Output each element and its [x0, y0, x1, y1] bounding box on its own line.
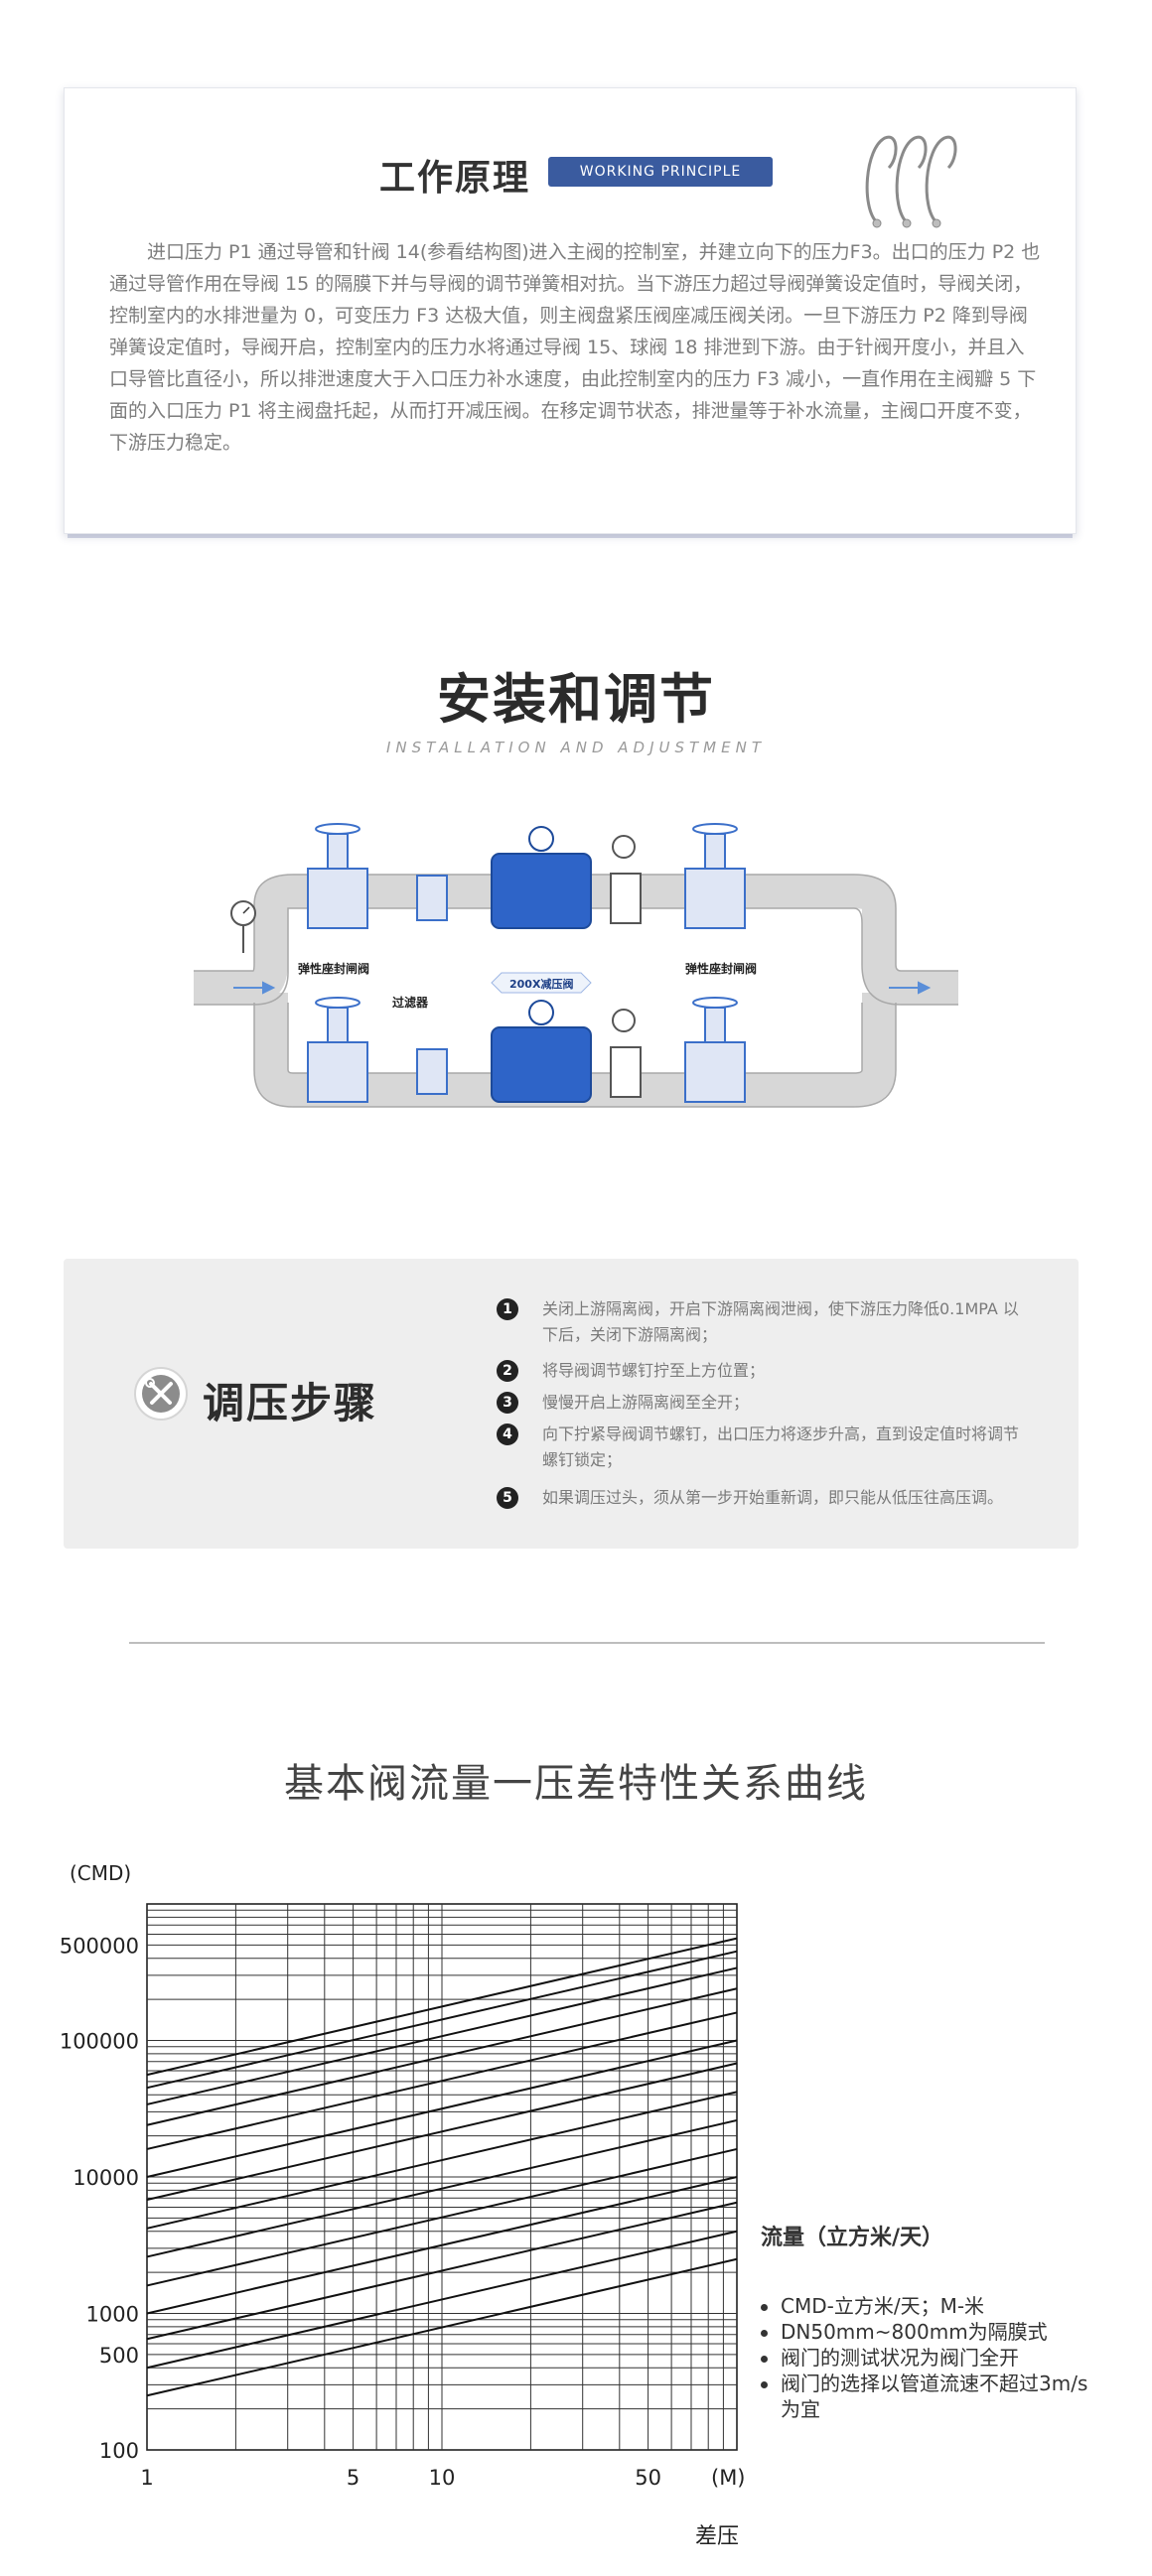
y-tick-label: 1000	[86, 2303, 139, 2327]
working-principle-text: 进口压力 P1 通过导管和针阀 14(参看结构图)进入主阀的控制室，并建立向下的…	[109, 241, 1041, 454]
step-number: 5	[497, 1487, 518, 1509]
chart-note: DN50mm~800mm为隔膜式	[757, 2319, 1094, 2345]
step-text: 如果调压过头，须从第一步开始重新调，即只能从低压往高压调。	[542, 1488, 1004, 1507]
flow-curve	[146, 2011, 738, 2150]
flow-curve	[146, 2176, 738, 2315]
chart-notes-list: CMD-立方米/天；M-米 DN50mm~800mm为隔膜式 阀门的测试状况为阀…	[757, 2293, 1094, 2422]
step-text: 将导阀调节螺钉拧至上方位置；	[542, 1361, 766, 1380]
flow-curve	[146, 2118, 738, 2258]
chart-note: 阀门的测试状况为阀门全开	[757, 2345, 1094, 2371]
label-gate-valve-left: 弹性座封闸阀	[298, 961, 369, 976]
label-gate-valve-right: 弹性座封闸阀	[685, 961, 757, 976]
y-tick-label: 100	[99, 2439, 139, 2463]
flow-curve	[146, 2257, 738, 2397]
step-number: 1	[497, 1298, 518, 1320]
y-tick-label: 500	[99, 2344, 139, 2368]
y-tick-label: 100000	[60, 2030, 139, 2054]
y-tick-label: 10000	[72, 2166, 139, 2190]
flow-curve	[146, 2039, 738, 2178]
chart-note: 阀门的选择以管道流速不超过3m/s为宜	[757, 2371, 1094, 2422]
step-number: 3	[497, 1392, 518, 1414]
x-tick-label: 5	[347, 2466, 360, 2490]
adjustment-title: 调压步骤	[203, 1379, 378, 1427]
step-number: 4	[497, 1424, 518, 1445]
step-number: 2	[497, 1360, 518, 1382]
x-tick-label: 10	[429, 2466, 456, 2490]
installation-subtitle: INSTALLATION AND ADJUSTMENT	[386, 739, 766, 756]
label-filter: 过滤器	[392, 995, 429, 1010]
flow-curve	[146, 2230, 738, 2370]
x-axis-label: 差压	[695, 2524, 739, 2549]
step-text: 关闭上游隔离阀，开启下游隔离阀泄阀，使下游压力降低0.1MPA 以下后，关闭下游…	[542, 1299, 1019, 1344]
y-tick-label: 500000	[60, 1934, 139, 1958]
flow-curve	[146, 2147, 738, 2287]
wrench-screwdriver-icon	[134, 1367, 188, 1421]
chart-legend-title: 流量（立方米/天）	[761, 2226, 944, 2250]
flow-curve	[146, 1950, 738, 2090]
flow-curve	[146, 2091, 738, 2230]
x-axis-unit: (M)	[711, 2466, 746, 2490]
flow-curve	[146, 1937, 738, 2077]
x-tick-label: 1	[140, 2466, 153, 2490]
step-text: 慢慢开启上游隔离阀至全开；	[542, 1393, 750, 1412]
y-axis-label: (CMD)	[70, 1861, 131, 1885]
flow-curve	[146, 1966, 738, 2105]
binder-rings-icon	[865, 135, 957, 228]
step-text: 向下拧紧导阀调节螺钉，出口压力将逐步升高，直到设定值时将调节螺钉锁定；	[542, 1424, 1020, 1469]
installation-title: 安装和调节	[437, 668, 715, 731]
adjustment-steps-panel	[64, 1259, 1079, 1549]
flow-curve	[146, 1987, 738, 2126]
chart-title: 基本阀流量一压差特性关系曲线	[284, 1761, 868, 1807]
installation-diagram: 弹性座封闸阀 弹性座封闸阀 过滤器 200X减压阀	[194, 823, 958, 1108]
flow-curve	[146, 2201, 738, 2341]
working-principle-badge: WORKING PRINCIPLE	[548, 157, 773, 187]
chart-note: CMD-立方米/天；M-米	[757, 2293, 1094, 2319]
label-main-valve: 200X减压阀	[509, 977, 573, 991]
flow-curve	[146, 2062, 738, 2202]
working-principle-title: 工作原理	[379, 158, 531, 199]
x-tick-label: 50	[635, 2466, 661, 2490]
section-divider	[129, 1642, 1045, 1644]
